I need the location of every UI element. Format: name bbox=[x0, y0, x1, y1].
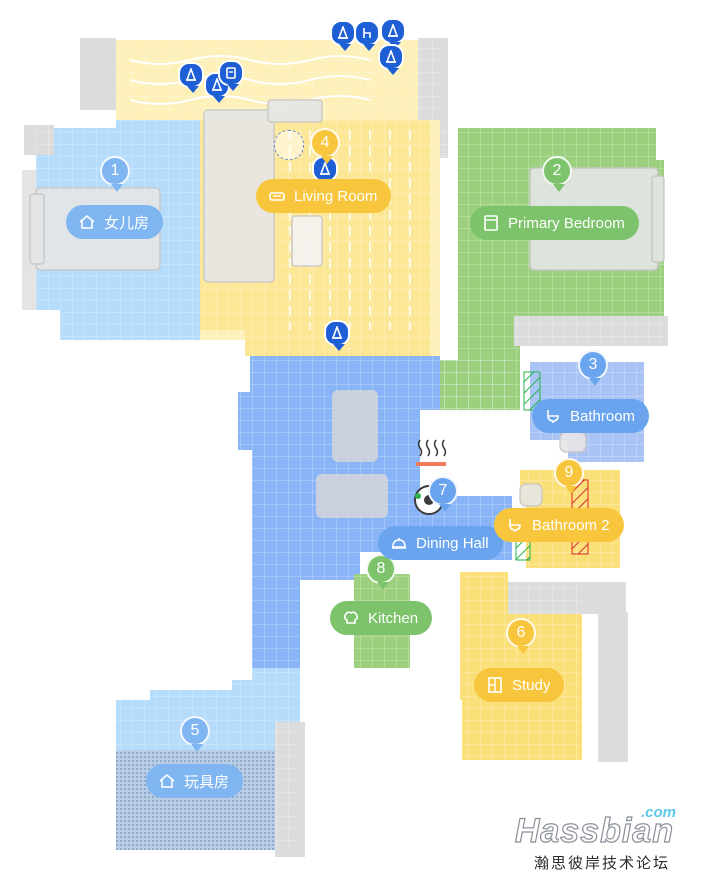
bookshelf-icon bbox=[488, 677, 502, 693]
room-name: Dining Hall bbox=[416, 534, 489, 552]
room-area-study bbox=[460, 572, 582, 760]
obstacle-cone-icon[interactable] bbox=[178, 62, 204, 93]
room-pin-5[interactable]: 5 bbox=[180, 716, 210, 752]
room-name: Living Room bbox=[294, 187, 378, 205]
toilet-icon bbox=[547, 410, 559, 423]
sofa-icon bbox=[269, 192, 285, 201]
obstacle-cone-icon[interactable] bbox=[330, 20, 356, 51]
room-label-kitchen[interactable]: Kitchen bbox=[330, 601, 433, 635]
room-label-room-5[interactable]: 玩具房 bbox=[146, 764, 244, 798]
obstacle-cone-icon[interactable] bbox=[324, 320, 350, 351]
room-pin-1[interactable]: 1 bbox=[100, 156, 130, 192]
room-pin-6[interactable]: 6 bbox=[506, 618, 536, 654]
obstacle-cone-icon[interactable] bbox=[378, 44, 404, 75]
room-name: Study bbox=[512, 676, 551, 694]
dining-icon bbox=[392, 538, 406, 549]
watermark-domain: .com bbox=[640, 804, 676, 821]
room-name: Kitchen bbox=[368, 609, 419, 627]
room-pin-4[interactable]: 4 bbox=[310, 128, 340, 164]
room-label-room-1[interactable]: 女儿房 bbox=[66, 205, 164, 239]
room-label-primary-bedroom[interactable]: Primary Bedroom bbox=[470, 206, 639, 240]
room-name: Bathroom 2 bbox=[532, 516, 610, 534]
room-pin-3[interactable]: 3 bbox=[578, 350, 608, 386]
room-label-living-room[interactable]: Living Room bbox=[256, 179, 392, 213]
obstacle-scale-icon[interactable] bbox=[218, 60, 244, 91]
room-label-study[interactable]: Study bbox=[474, 668, 565, 702]
room-name: 女儿房 bbox=[104, 214, 150, 232]
room-name: Primary Bedroom bbox=[508, 214, 625, 232]
room-label-dining-hall[interactable]: Dining Hall bbox=[378, 526, 503, 560]
room-pin-9[interactable]: 9 bbox=[554, 458, 584, 494]
room-label-bathroom-2[interactable]: Bathroom 2 bbox=[494, 508, 624, 542]
obstacle-chair-icon[interactable] bbox=[354, 20, 380, 51]
wardrobe-icon bbox=[484, 215, 498, 231]
detected-object-icon[interactable] bbox=[274, 130, 304, 160]
room-label-bathroom[interactable]: Bathroom bbox=[532, 399, 650, 433]
chef-icon bbox=[343, 611, 359, 624]
watermark-tagline: 瀚思彼岸技术论坛 bbox=[533, 855, 670, 872]
toilet-icon bbox=[509, 519, 521, 532]
room-area-room-5 bbox=[116, 668, 300, 850]
room-pin-2[interactable]: 2 bbox=[542, 156, 572, 192]
room-name: 玩具房 bbox=[184, 773, 230, 791]
home-icon bbox=[79, 214, 95, 229]
room-pin-7[interactable]: 7 bbox=[428, 476, 458, 512]
room-name: Bathroom bbox=[570, 407, 636, 425]
home-icon bbox=[159, 773, 175, 788]
obstacle-cone-icon[interactable] bbox=[380, 18, 406, 49]
watermark-brand: Hassbian bbox=[514, 811, 674, 850]
